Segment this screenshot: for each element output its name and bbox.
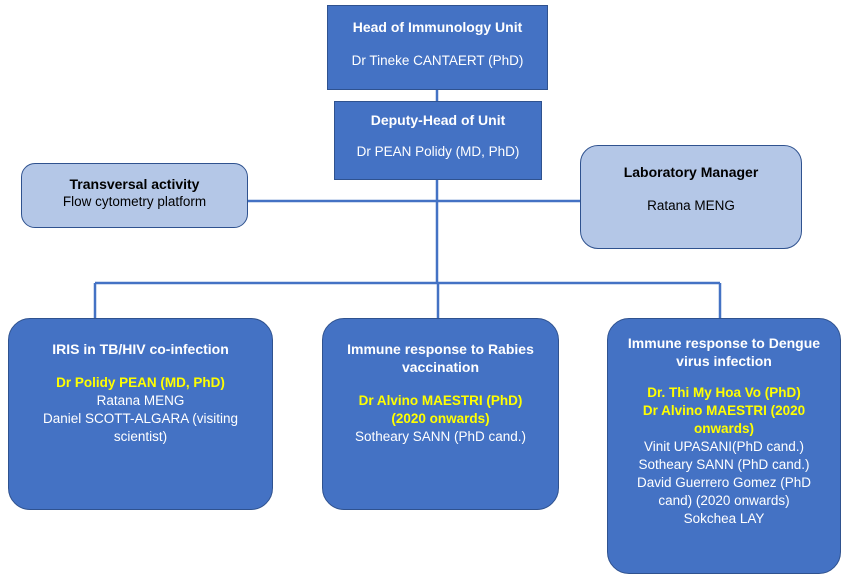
- deputy-name: Dr PEAN Polidy (MD, PhD): [356, 144, 520, 159]
- dengue-title-line: virus infection: [676, 353, 772, 369]
- dengue-member: Sotheary SANN (PhD cand.): [638, 457, 810, 472]
- rabies-vaccination-box: Immune response to Rabies vaccination Dr…: [322, 318, 559, 510]
- dengue-member: Sokchea LAY: [683, 511, 765, 526]
- head-title: Head of Immunology Unit: [352, 19, 523, 35]
- transversal-title: Transversal activity: [69, 176, 200, 192]
- transversal-activity-box: Transversal activity Flow cytometry plat…: [21, 163, 248, 228]
- dengue-member: Vinit UPASANI(PhD cand.): [643, 439, 805, 454]
- laboratory-manager-box: Laboratory Manager Ratana MENG: [580, 145, 802, 249]
- lab-manager-title: Laboratory Manager: [623, 164, 759, 180]
- iris-lead: Dr Polidy PEAN (MD, PhD): [56, 375, 225, 390]
- rabies-lead: Dr Alvino MAESTRI (PhD): [358, 393, 523, 408]
- rabies-title-line: vaccination: [401, 359, 480, 375]
- iris-tb-hiv-box: IRIS in TB/HIV co-infection Dr Polidy PE…: [8, 318, 273, 510]
- dengue-lead: onwards): [693, 421, 754, 436]
- lab-manager-name: Ratana MENG: [647, 198, 735, 213]
- transversal-subtitle: Flow cytometry platform: [62, 194, 207, 209]
- rabies-lead: (2020 onwards): [391, 411, 490, 426]
- head-of-unit-box: Head of Immunology Unit Dr Tineke CANTAE…: [327, 5, 548, 90]
- iris-title: IRIS in TB/HIV co-infection: [52, 341, 229, 357]
- iris-member: Ratana MENG: [96, 393, 185, 408]
- deputy-title: Deputy-Head of Unit: [370, 112, 506, 128]
- dengue-lead: Dr. Thi My Hoa Vo (PhD): [647, 385, 801, 400]
- deputy-head-box: Deputy-Head of Unit Dr PEAN Polidy (MD, …: [334, 101, 542, 180]
- dengue-title-line: Immune response to Dengue: [627, 335, 821, 351]
- head-name: Dr Tineke CANTAERT (PhD): [351, 53, 524, 68]
- iris-member: Daniel SCOTT-ALGARA (visiting: [42, 411, 239, 426]
- dengue-infection-box: Immune response to Dengue virus infectio…: [607, 318, 841, 574]
- rabies-title-line: Immune response to Rabies: [347, 341, 534, 357]
- dengue-member: David Guerrero Gomez (PhD: [636, 475, 812, 490]
- iris-member: scientist): [113, 429, 168, 444]
- rabies-member: Sotheary SANN (PhD cand.): [354, 429, 527, 444]
- dengue-member: cand) (2020 onwards): [658, 493, 790, 508]
- dengue-lead: Dr Alvino MAESTRI (2020: [642, 403, 806, 418]
